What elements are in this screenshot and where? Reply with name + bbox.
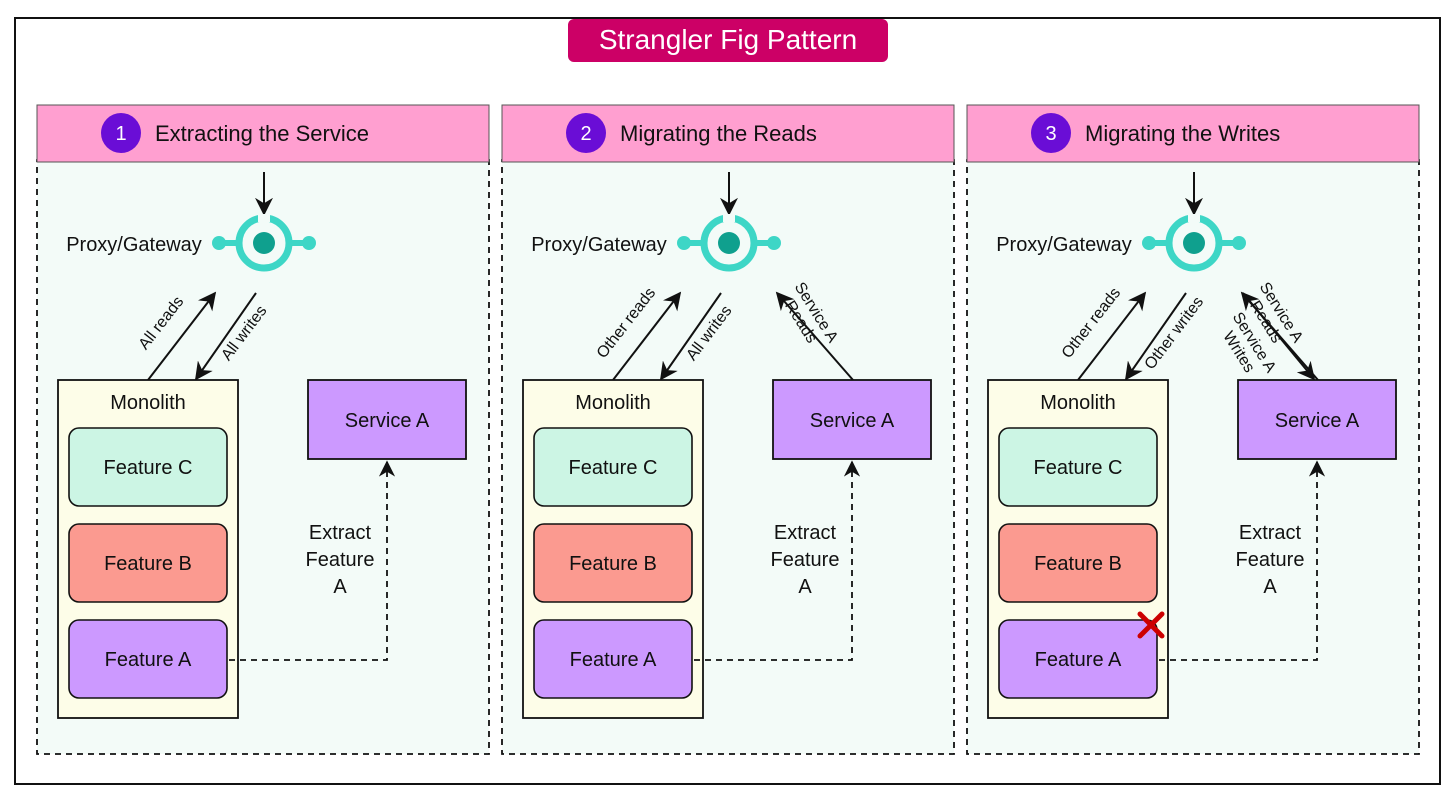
panel-title: Migrating the Reads (620, 121, 817, 146)
monolith-down-arrow (194, 292, 257, 381)
service-a-box (1237, 379, 1397, 460)
monolith-up-arrow (612, 291, 682, 381)
feature-b-box (533, 523, 693, 603)
extract-arrow (1159, 460, 1326, 661)
step-badge (566, 113, 606, 153)
feature-label: Feature B (104, 553, 192, 575)
feature-c-box (68, 427, 228, 507)
feature-label: Feature C (1034, 457, 1123, 479)
feature-label: Feature C (569, 457, 658, 479)
feature-b-box (998, 523, 1158, 603)
feature-a-box (68, 619, 228, 699)
feature-a-box (533, 619, 693, 699)
service-a-box (772, 379, 932, 460)
diagram-title: Strangler Fig Pattern (599, 24, 857, 55)
step-badge (1031, 113, 1071, 153)
extract-label: Feature (771, 549, 840, 571)
monolith-label: Monolith (110, 392, 186, 414)
extract-label: A (798, 576, 812, 598)
extract-arrow (229, 460, 396, 661)
feature-a-box (998, 619, 1158, 699)
service-down-arrow (1242, 292, 1316, 381)
feature-label: Feature A (1035, 649, 1122, 671)
gateway-icon (1142, 214, 1246, 272)
feature-label: Feature B (569, 553, 657, 575)
feature-label: Feature A (570, 649, 657, 671)
step-badge (101, 113, 141, 153)
extract-label: Feature (306, 549, 375, 571)
feature-label: Feature B (1034, 553, 1122, 575)
title-pill (568, 19, 888, 62)
extract-label: Extract (774, 522, 837, 544)
step-number: 1 (115, 123, 126, 145)
extract-label: A (333, 576, 347, 598)
service-a-label: Service A (345, 410, 430, 432)
monolith-label: Monolith (575, 392, 651, 414)
gateway-label: Proxy/Gateway (531, 234, 667, 256)
feature-label: Feature A (105, 649, 192, 671)
extract-label: Extract (1239, 522, 1302, 544)
monolith-up-arrow (1077, 291, 1147, 381)
panel-header (36, 104, 490, 163)
gateway-label: Proxy/Gateway (996, 234, 1132, 256)
extract-label: Feature (1236, 549, 1305, 571)
gateway-icon (677, 214, 781, 272)
monolith-down-arrow (659, 292, 722, 381)
monolith-label: Monolith (1040, 392, 1116, 414)
monolith-down-arrow (1124, 292, 1187, 381)
gateway-icon (212, 214, 316, 272)
service-a-label: Service A (1275, 410, 1360, 432)
service-a-box (307, 379, 467, 460)
monolith-up-arrow (147, 291, 217, 381)
gateway-label: Proxy/Gateway (66, 234, 202, 256)
step-number: 3 (1045, 123, 1056, 145)
feature-label: Feature C (104, 457, 193, 479)
extract-arrow (694, 460, 861, 661)
service-a-label: Service A (810, 410, 895, 432)
panel-title: Migrating the Writes (1085, 121, 1280, 146)
removed-cross-icon (1137, 611, 1165, 639)
service-up-arrow (775, 291, 854, 381)
feature-c-box (998, 427, 1158, 507)
extract-label: Extract (309, 522, 372, 544)
extract-label: A (1263, 576, 1277, 598)
panel-title: Extracting the Service (155, 121, 369, 146)
feature-b-box (68, 523, 228, 603)
step-number: 2 (580, 123, 591, 145)
feature-c-box (533, 427, 693, 507)
